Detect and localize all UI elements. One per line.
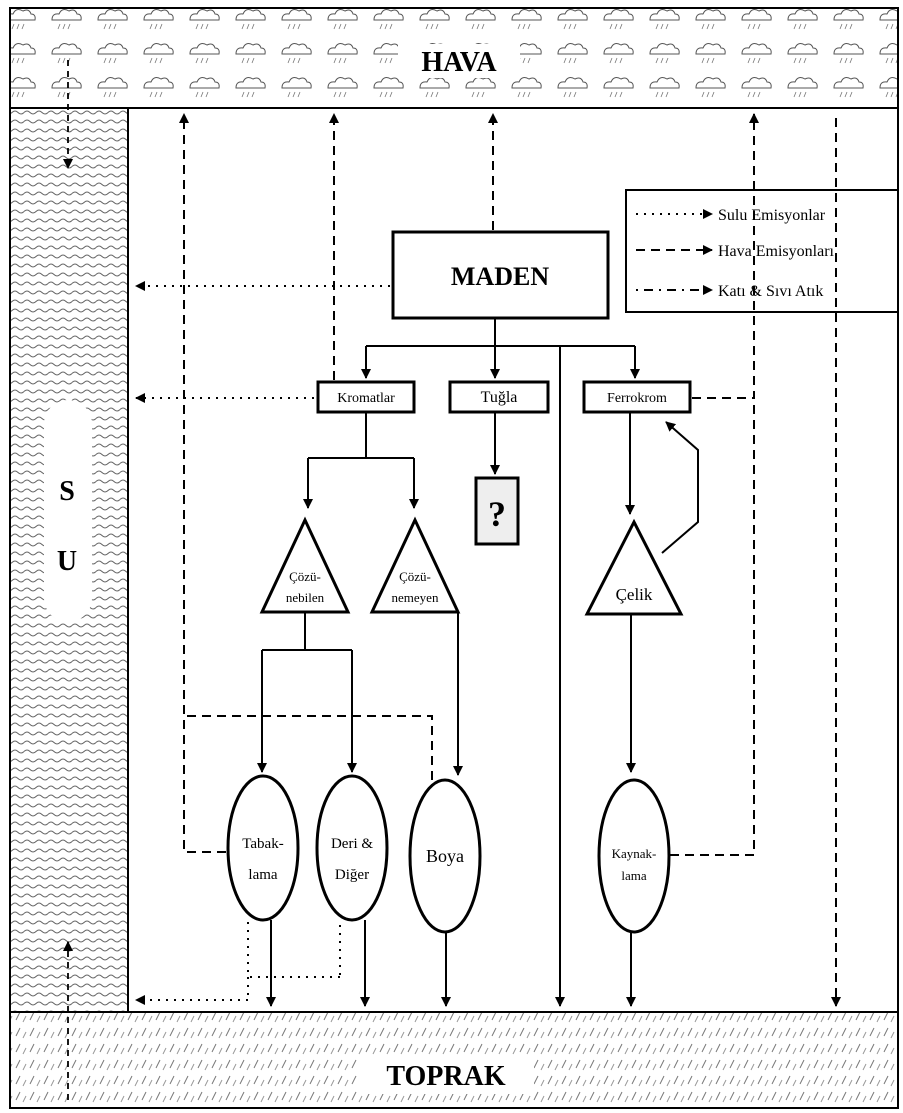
node-cozunemeyen-line1: Çözü- [399, 569, 431, 584]
node-kaynaklama: Kaynak- lama [599, 780, 669, 932]
node-brick-unknown-label: ? [488, 494, 506, 534]
node-cozunebilen-line1: Çözü- [289, 569, 321, 584]
node-tabaklama-line1: Tabak- [242, 836, 283, 852]
legend: Sulu Emisyonlar Hava Emisyonları Katı & … [626, 190, 898, 312]
soil-label: TOPRAK [386, 1061, 505, 1092]
node-tugla-label: Tuğla [481, 389, 518, 406]
node-celik-label: Çelik [616, 585, 653, 604]
node-kaynaklama-line2: lama [621, 868, 646, 883]
node-maden-label: MADEN [451, 262, 549, 291]
node-maden: MADEN [393, 232, 608, 318]
node-boya-label: Boya [426, 846, 464, 866]
node-kromatlar-label: Kromatlar [337, 391, 395, 406]
legend-aqueous-label: Sulu Emisyonlar [718, 207, 826, 224]
node-kaynaklama-line1: Kaynak- [612, 846, 657, 861]
air-label: HAVA [421, 47, 497, 78]
water-region: S U [10, 60, 128, 1100]
water-label-u: U [57, 546, 77, 577]
outer-frame [10, 8, 898, 1108]
node-kromatlar: Kromatlar [318, 382, 414, 412]
node-tabaklama: Tabak- lama [228, 776, 298, 920]
legend-air-label: Hava Emisyonları [718, 243, 835, 260]
node-cozunebilen-line2: nebilen [286, 590, 325, 605]
node-ferrokrom-label: Ferrokrom [607, 391, 667, 406]
soil-region: TOPRAK [10, 1012, 898, 1108]
node-cozunemeyen-line2: nemeyen [392, 590, 439, 605]
node-deri-diger-line2: Diğer [335, 867, 369, 883]
node-ferrokrom: Ferrokrom [584, 382, 690, 412]
legend-waste-label: Katı & Sıvı Atık [718, 283, 823, 300]
node-deri-diger: Deri & Diğer [317, 776, 387, 920]
node-boya: Boya [410, 780, 480, 932]
node-tugla: Tuğla [450, 382, 548, 412]
node-brick-unknown: ? [476, 478, 518, 544]
air-region: HAVA [10, 8, 898, 108]
node-tabaklama-line2: lama [248, 867, 277, 883]
node-deri-diger-line1: Deri & [331, 836, 373, 852]
water-label-s: S [59, 476, 75, 507]
